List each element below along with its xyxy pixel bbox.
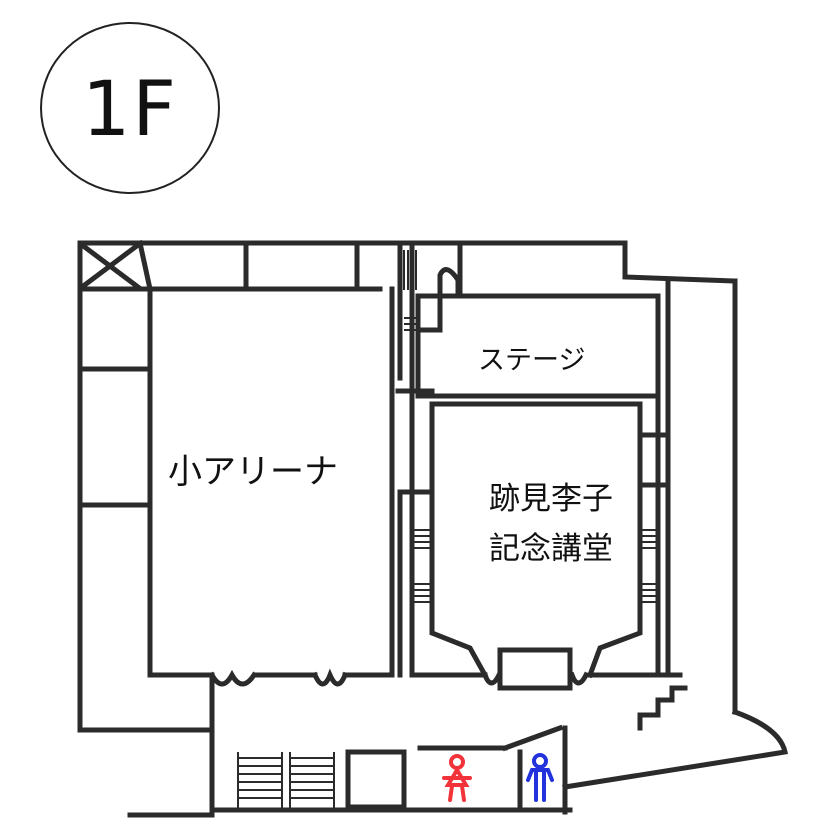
door-arena-left xyxy=(212,675,254,684)
stair-lower-left xyxy=(238,752,282,808)
wall-hall xyxy=(432,404,485,675)
wall-stage-notch xyxy=(418,270,458,330)
room-label-small-arena: 小アリーナ xyxy=(168,452,338,492)
hall-control-booth xyxy=(500,650,570,688)
wall-arena xyxy=(150,289,212,675)
outer-wall-left xyxy=(80,243,212,730)
stair-hall-right xyxy=(642,530,658,602)
room-label-stage: ステージ xyxy=(478,345,586,376)
door-arena-right xyxy=(315,675,345,684)
floor-badge: 1F xyxy=(40,22,220,194)
wall-corner-x2 xyxy=(82,245,138,287)
male-restroom-icon xyxy=(528,753,552,800)
stair-right-profile xyxy=(640,688,685,728)
wall-exterior-curve xyxy=(565,712,785,787)
door-hall-right xyxy=(572,675,586,683)
wall-hall-right xyxy=(590,404,640,675)
wall-corner-box-right xyxy=(140,243,150,289)
stair-lower-right xyxy=(290,752,334,808)
wall-restroom-slant xyxy=(505,728,560,748)
room-label-hall: 跡見李子 記念講堂 xyxy=(466,474,636,574)
stair-top-column xyxy=(404,250,418,330)
hall-label-line-1: 跡見李子 xyxy=(489,481,613,517)
floor-label: 1F xyxy=(81,63,179,153)
room-storage xyxy=(348,752,404,807)
female-restroom-icon xyxy=(444,754,470,800)
hall-label-line-2: 記念講堂 xyxy=(489,531,613,567)
wall-right-box xyxy=(640,435,668,485)
stair-treads xyxy=(238,250,658,808)
outer-wall-top xyxy=(80,243,735,281)
stair-hall-left xyxy=(414,530,432,602)
